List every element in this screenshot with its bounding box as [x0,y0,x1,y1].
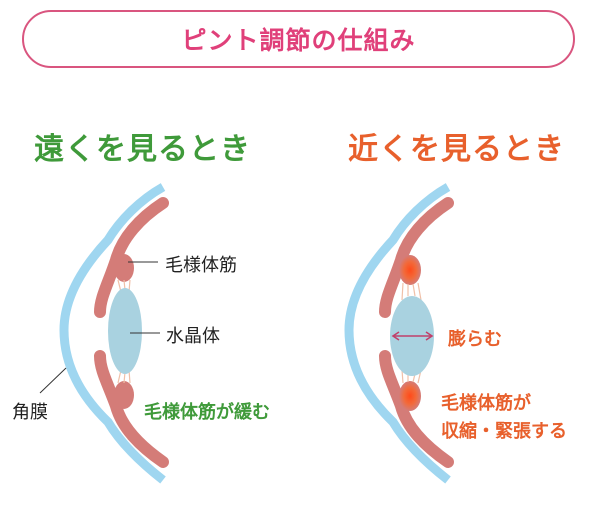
expand-arrow-icon [391,331,434,341]
ciliary-muscle-upper-far [114,254,134,282]
eye-far [39,183,169,484]
eye-near [344,183,454,484]
sclera-lower-near [379,350,454,468]
sclera-upper-near [379,197,454,318]
ciliary-muscle-upper-near [399,255,421,285]
cornea-near [344,183,451,484]
leader-cornea [39,367,67,394]
sclera-lower-far [94,350,169,468]
cornea-far [59,183,166,484]
ciliary-muscle-lower-near [399,381,421,411]
title-box: ピント調節の仕組み [22,10,575,68]
page-title: ピント調節の仕組み [181,26,416,55]
ciliary-muscle-lower-far [114,381,134,409]
label-muscle-state-1: 毛様体筋が [441,393,531,414]
label-far-state: 毛様体筋が緩む [144,402,270,423]
heading-near: 近くを見るとき [348,132,565,167]
lens-far [108,288,142,374]
heading-far: 遠くを見るとき [34,132,251,167]
label-cornea: 角膜 [12,402,48,423]
label-lens-state: 膨らむ [448,329,502,350]
label-ciliary-muscle: 毛様体筋 [165,255,237,276]
label-lens: 水晶体 [166,326,220,347]
label-muscle-state-2: 収縮・緊張する [441,421,567,442]
